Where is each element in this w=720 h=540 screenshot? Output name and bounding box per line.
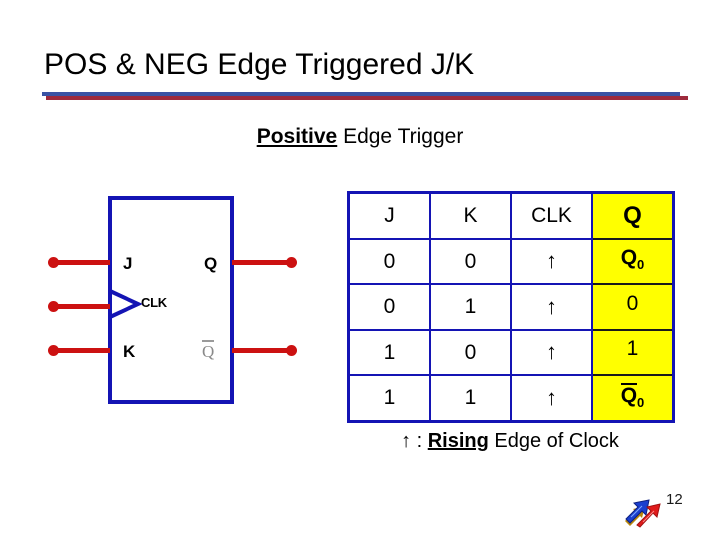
pin-label-qbar: Q [202,340,215,361]
cell-j: 1 [347,374,431,422]
terminal-dot-clk [48,301,59,312]
cell-j: 0 [347,237,431,285]
wire-input-j [54,260,110,265]
arrows-logo-icon [625,499,661,528]
clock-triangle-icon [109,289,142,319]
cell-clk: ↑ [510,283,593,331]
cell-q-main: Q [620,382,638,407]
column-header-k: K [429,191,512,240]
cell-j: 1 [347,328,431,376]
column-header-clk: CLK [510,191,593,240]
table-row: 1 0 ↑ 1 [347,328,675,376]
table-row: 1 1 ↑ Q0 [347,374,675,422]
title-divider-red-bar [46,96,688,100]
column-header-j: J [347,191,431,240]
cell-q: 1 [591,328,675,376]
legend-rest: Edge of Clock [488,430,619,452]
pin-label-k: K [123,342,136,361]
title-divider [42,92,688,101]
pin-label-q: Q [204,254,218,273]
cell-q-inverted: Q0 [591,374,675,422]
subtitle-rest: Edge Trigger [337,125,464,148]
wire-input-k [54,348,110,353]
terminal-dot-k [48,345,59,356]
cell-q-subscript: 0 [637,257,645,273]
terminal-dot-q [286,257,297,268]
terminal-dot-qbar [286,345,297,356]
subtitle-emphasis: Positive [256,125,338,148]
legend-rising-edge: ↑ : Rising Edge of Clock [310,428,710,454]
jk-flip-flop-diagram: J K Q Q CLK [20,180,330,420]
rising-edge-arrow-icon: ↑ [546,384,557,410]
rising-edge-arrow-icon: ↑ [546,248,557,274]
wire-input-clk [54,304,110,309]
cell-clk: ↑ [510,237,593,285]
table-header-row: J K CLK Q [347,191,675,240]
terminal-dot-j [48,257,59,268]
cell-k: 0 [429,328,512,376]
table-row: 0 0 ↑ Q0 [347,237,675,285]
legend-emphasis: Rising [427,430,489,452]
table-row: 0 1 ↑ 0 [347,283,675,331]
cell-q-main: Q [620,246,638,270]
cell-q: Q0 [591,237,675,285]
truth-table-body: J K CLK Q 0 0 ↑ Q0 0 1 ↑ 0 1 0 ↑ 1 1 1 ↑… [347,191,675,422]
wire-output-qbar [232,348,290,353]
cell-k: 0 [429,237,512,285]
cell-clk: ↑ [510,328,593,376]
pin-label-j: J [123,254,133,273]
cell-k: 1 [429,283,512,331]
cell-q-subscript: 0 [637,394,645,410]
cell-k: 1 [429,374,512,422]
rising-edge-arrow-icon: ↑ [546,293,557,319]
subtitle: Positive Edge Trigger [0,124,720,150]
pin-label-qbar-text: Q [202,340,215,361]
cell-q-main: 0 [626,291,639,315]
page-number: 12 [666,491,683,508]
legend-separator: : [411,430,428,452]
page-title: POS & NEG Edge Triggered J/K [44,48,475,81]
cell-clk: ↑ [510,374,593,422]
column-header-q: Q [591,191,675,240]
clock-label: CLK [141,295,167,310]
cell-q: 0 [591,283,675,331]
rising-edge-arrow-icon: ↑ [546,339,557,365]
wire-output-q [232,260,290,265]
cell-q-main: 1 [626,337,639,361]
truth-table: J K CLK Q 0 0 ↑ Q0 0 1 ↑ 0 1 0 ↑ 1 1 1 ↑… [347,191,675,423]
cell-j: 0 [347,283,431,331]
title-divider-blue-bar [42,92,680,96]
legend-arrow-icon: ↑ [401,430,412,452]
